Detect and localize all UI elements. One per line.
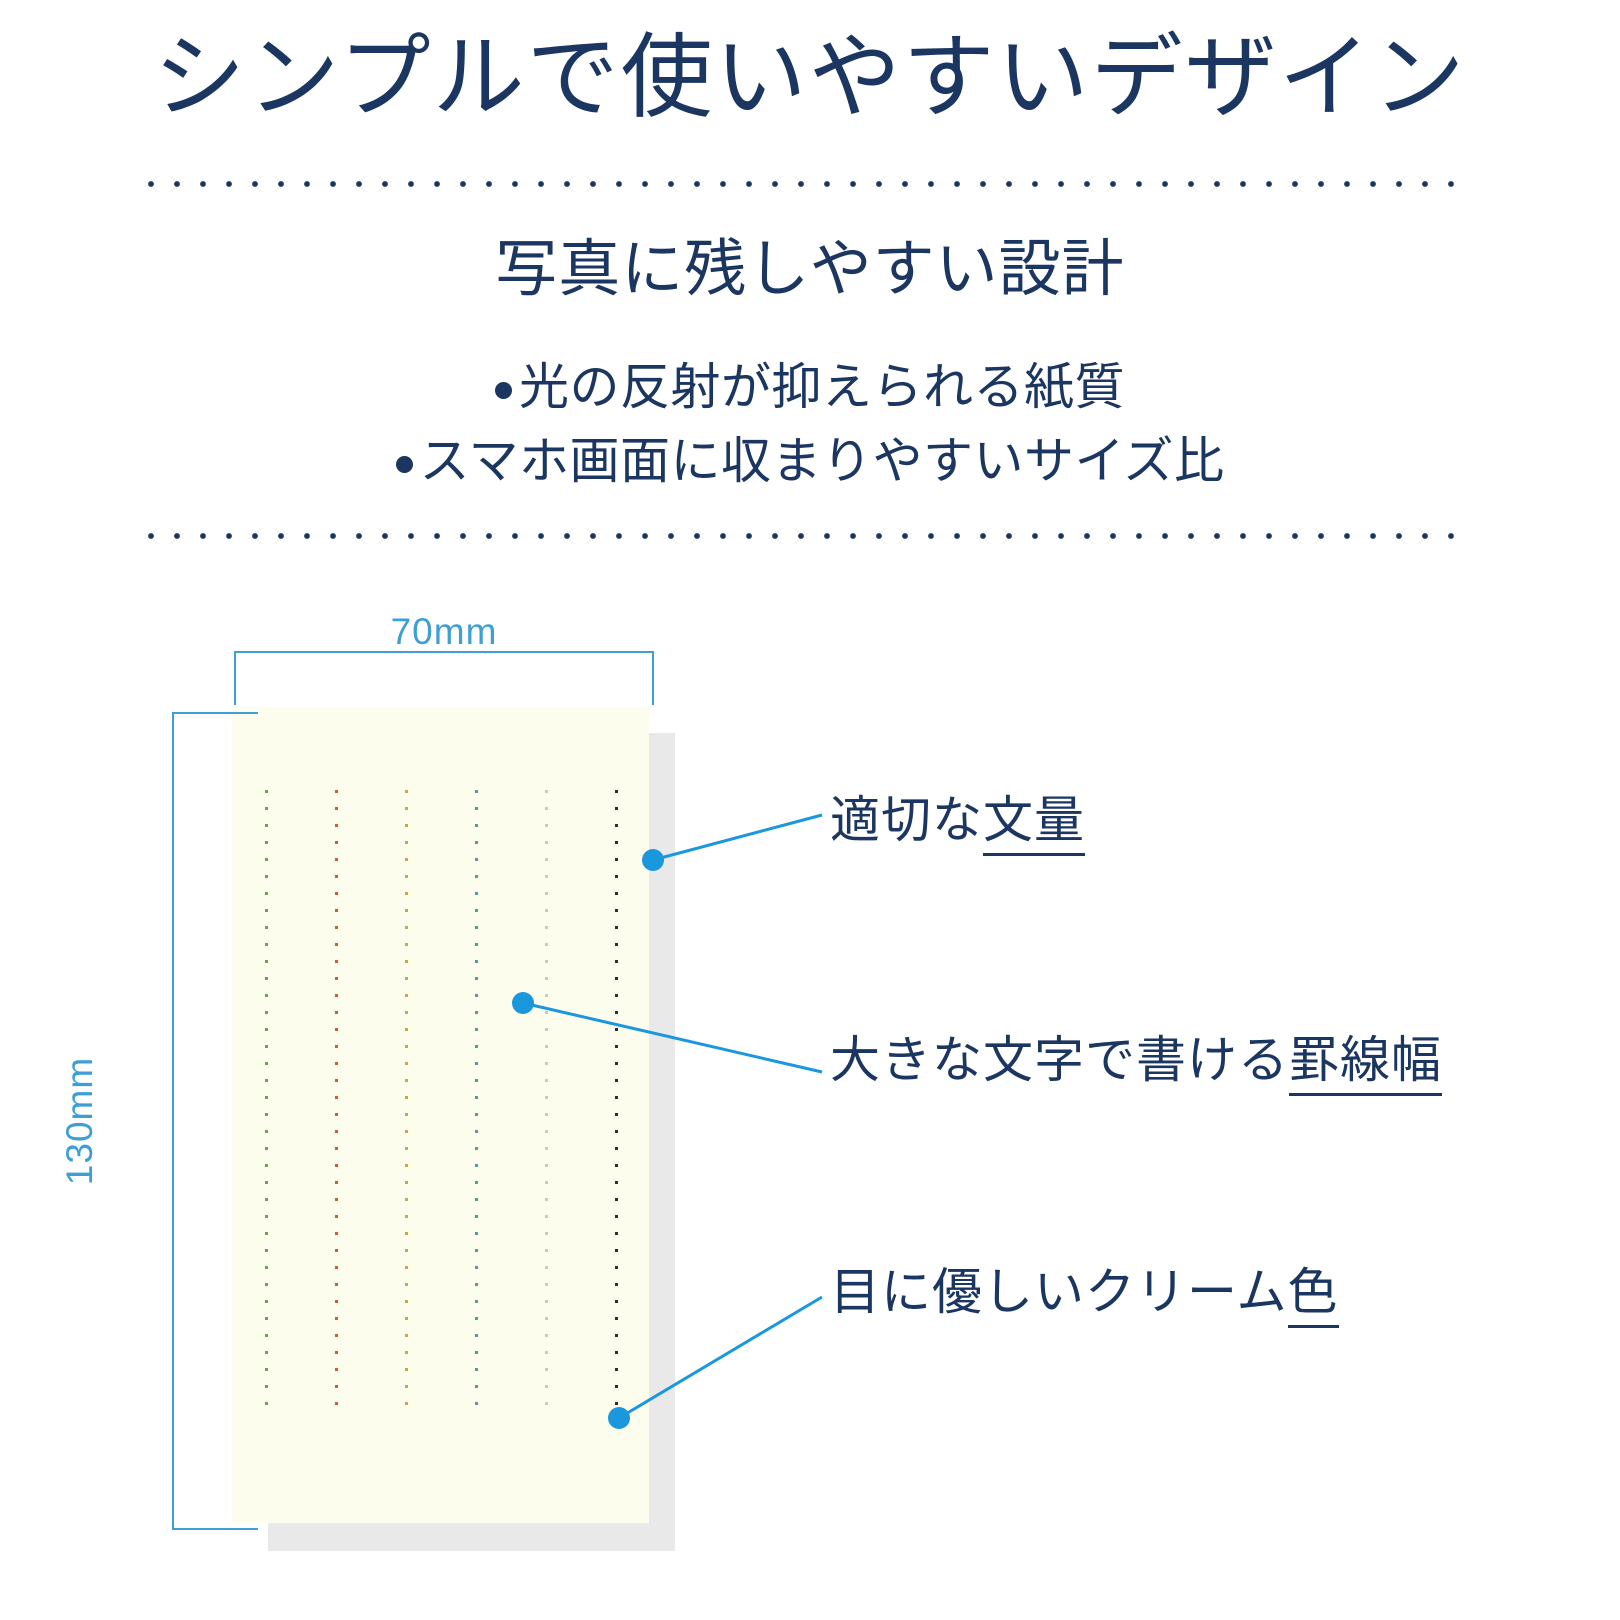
rule-line-1 [265,790,268,1418]
callout-3-underlined: 色 [1287,1264,1339,1328]
rule-line-3 [405,790,408,1418]
callout-label-3: 目に優しいクリーム色 [830,1262,1339,1328]
width-bracket-tick-right [652,651,654,705]
divider-bottom [138,532,1456,540]
leader-dot-3 [608,1407,630,1429]
rule-line-4 [475,790,478,1418]
feature-list: 光の反射が抑えられる紙質 スマホ画面に収まりやすいサイズ比 [0,350,1620,498]
leader-dot-1 [642,849,664,871]
callout-2-plain: 大きな文字で書ける [830,1032,1289,1088]
callout-label-2: 大きな文字で書ける罫線幅 [830,1030,1442,1096]
divider-top [138,180,1456,188]
page-subtitle: 写真に残しやすい設計 [495,235,1125,304]
leader-dot-2 [512,992,534,1014]
leader-line-3 [618,1295,823,1420]
height-bracket-bar [172,712,174,1530]
page-title: シンプルで使いやすいデザイン [153,27,1467,129]
callout-1-underlined: 文量 [983,792,1085,856]
width-bracket-tick-left [234,651,236,705]
rule-line-6 [615,790,618,1418]
callout-label-1: 適切な文量 [830,790,1085,856]
list-item-label: スマホ画面に収まりやすいサイズ比 [419,433,1225,489]
list-item: スマホ画面に収まりやすいサイズ比 [0,424,1620,498]
rule-line-5 [545,790,548,1418]
callout-1-plain: 適切な [830,792,983,848]
height-bracket-tick-top [172,712,258,714]
width-dimension-label: 70mm [390,611,498,652]
bullet-dot-icon [495,382,512,399]
leader-line-1 [652,813,823,862]
rule-line-2 [335,790,338,1418]
callout-3-plain: 目に優しいクリーム [830,1264,1288,1320]
callout-2-underlined: 罫線幅 [1289,1032,1442,1096]
list-item: 光の反射が抑えられる紙質 [0,350,1620,424]
width-bracket-bar [234,651,654,653]
leader-line-2 [522,1001,823,1074]
list-item-label: 光の反射が抑えられる紙質 [519,359,1125,415]
bullet-dot-icon [395,456,413,473]
paper-sheet [232,707,649,1523]
height-bracket-tick-bottom [172,1528,258,1530]
